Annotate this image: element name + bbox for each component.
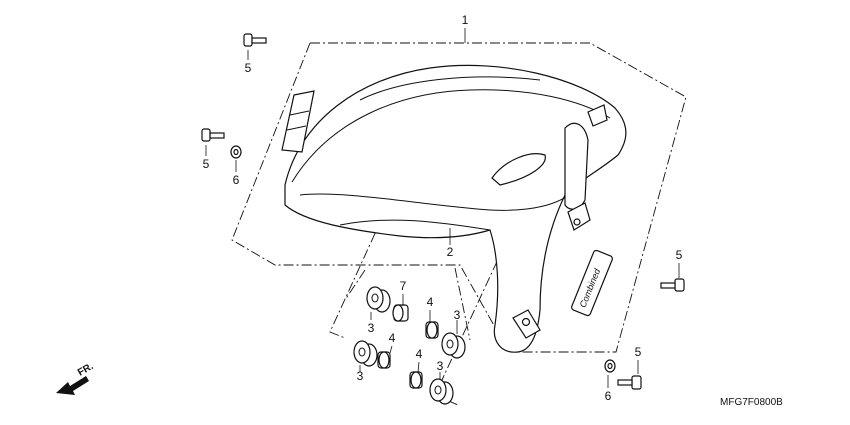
callout-5-c: 5: [676, 248, 683, 262]
callout-1: 1: [462, 13, 469, 27]
part-code: MFG7F0800B: [720, 397, 783, 408]
callout-4-a: 4: [427, 295, 434, 309]
callout-5-b: 5: [203, 157, 210, 171]
collar-4-a: [425, 321, 439, 339]
callout-4-c: 4: [416, 347, 423, 361]
callout-3-c: 3: [357, 369, 364, 383]
callout-5-a: 5: [245, 61, 252, 75]
callout-4-b: 4: [389, 331, 396, 345]
callout-7: 7: [400, 279, 407, 293]
combined-emblem: Combined: [571, 249, 613, 317]
grommet-1: [366, 286, 391, 313]
collar-4-b: [377, 351, 391, 369]
washer-bottom-right: [604, 359, 616, 373]
front-direction-arrow: FR.: [56, 361, 96, 395]
callout-3-d: 3: [437, 359, 444, 373]
callout-labels: 1 2 3 3 3 3 4 4 4 5 5 5 5 6 6 7: [203, 13, 683, 403]
callout-3-b: 3: [454, 308, 461, 322]
bolt-left: [201, 128, 225, 142]
callout-6-b: 6: [605, 389, 612, 403]
callout-2: 2: [447, 245, 454, 259]
bolt-bottom-right: [617, 375, 642, 390]
grommet-2: [353, 340, 378, 367]
label-plate: [281, 90, 315, 153]
callout-3-a: 3: [368, 321, 375, 335]
front-label: FR.: [76, 361, 96, 379]
bolt-top-left: [243, 33, 267, 47]
grommet-4: [429, 378, 454, 405]
leader-lines: [205, 28, 680, 388]
collar-4-c: [409, 371, 423, 389]
callout-5-d: 5: [635, 345, 642, 359]
collar-7: [392, 304, 409, 322]
bolt-right: [660, 278, 685, 292]
grommet-3: [441, 332, 466, 359]
callout-6-a: 6: [233, 173, 240, 187]
washer-left: [230, 145, 242, 159]
front-fender: Combined: [284, 64, 627, 353]
